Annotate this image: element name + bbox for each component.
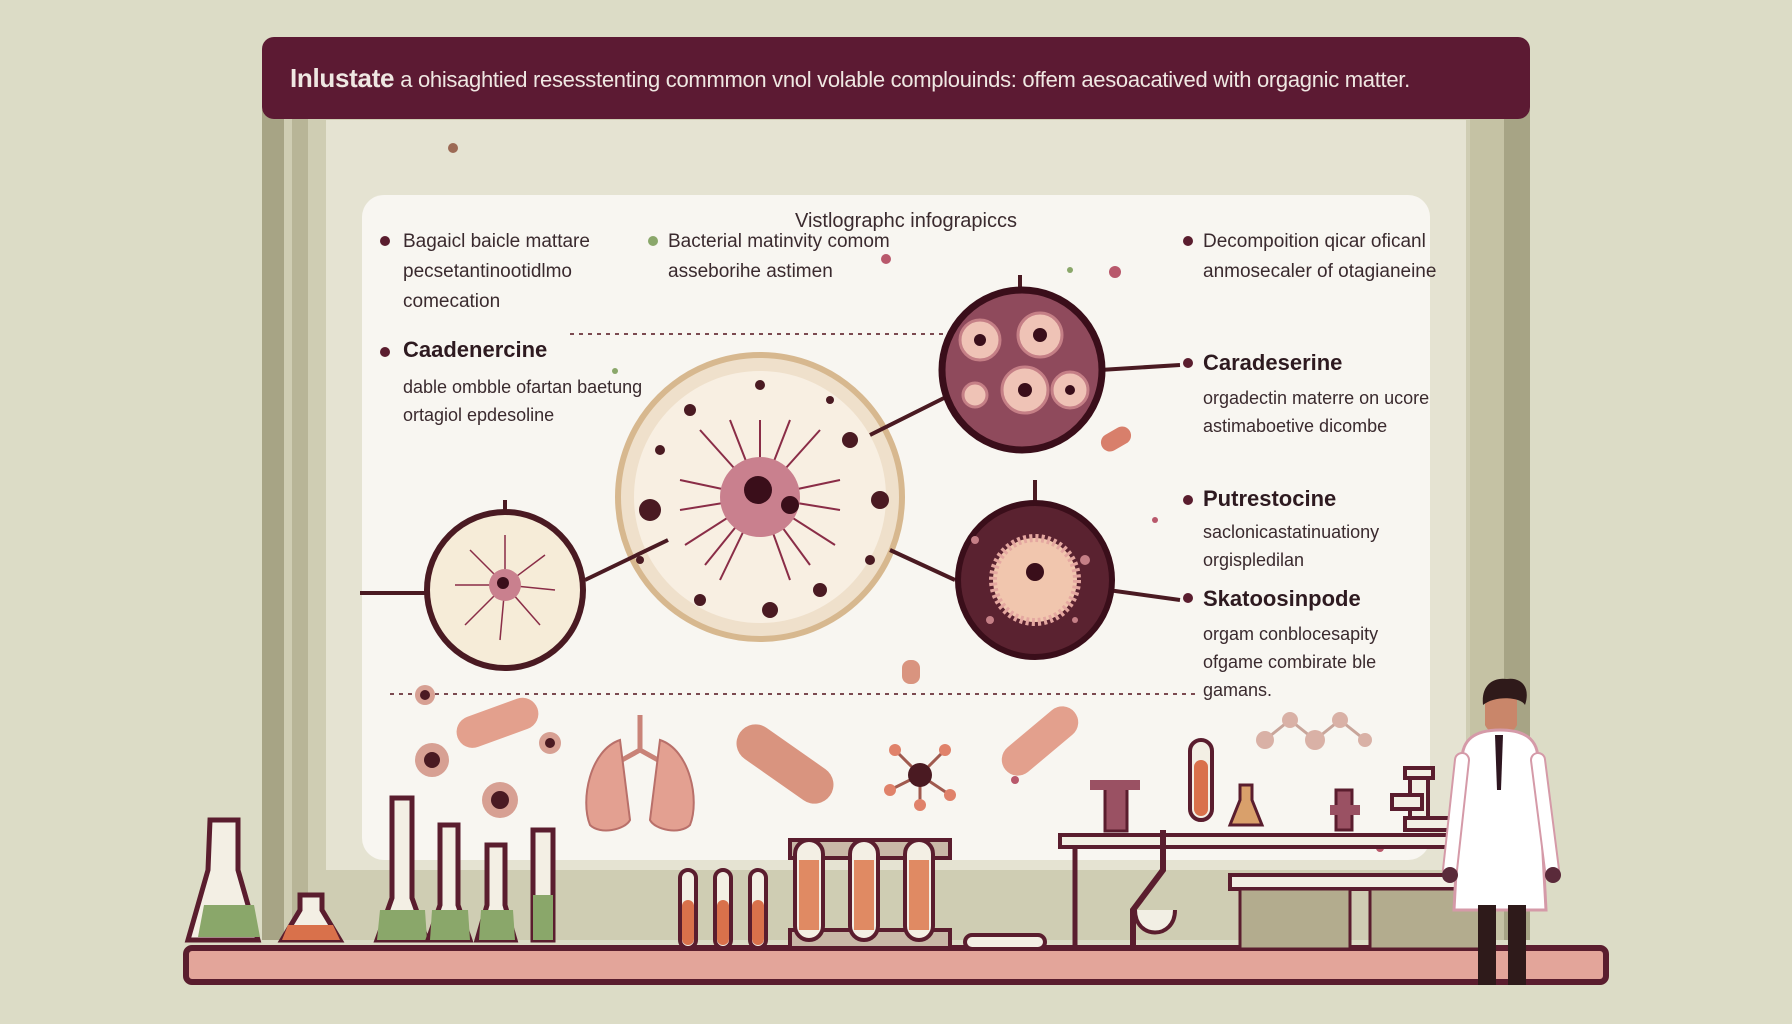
right-item-body: orgadectin materre on ucore astimaboetiv… [1203,388,1430,436]
note-right: Decompoition qicar oficanl anmosecaler o… [1203,231,1437,282]
bottom-right-microbe-circle-icon [889,480,1181,660]
microscope-icon [1390,766,1452,832]
molecule-icon [884,712,1372,811]
flask-icon [184,795,556,943]
title-body: a ohisaghtied resesstenting commmon vnol… [400,67,1410,92]
lungs-icon [585,715,695,832]
right-item-body: orgam conblocesapity ofgame combirate bl… [1203,624,1379,700]
bullet-dot [1183,358,1193,368]
note-center: Bacterial matinvity comom asseborihe ast… [668,231,890,282]
lab-table [1058,738,1502,951]
lab-bench [183,945,1609,985]
large-microbe-icon [615,352,905,642]
scientist-figure [1442,678,1561,985]
bacteria-icon [456,426,1132,804]
bullet-dot [1183,236,1193,246]
left-item-heading: Caadenercine [403,337,548,362]
right-item-heading: Caradeserine [1203,350,1343,375]
bullet-dot [648,236,658,246]
bullet-dot [380,236,390,246]
left-item-body: dable ombble ofartan baetung ortagiol ep… [403,377,643,425]
right-item-heading: Skatoosinpode [1203,586,1361,611]
cell-dots [415,685,561,818]
title-lead: Inlustate [290,63,395,93]
top-right-microbe-circle-icon [869,275,1181,454]
test-tube-icon [678,838,1047,951]
note-left: Bagaicl baicle mattare pecsetantinootidl… [403,231,590,312]
bullet-dot [1183,495,1193,505]
bullet-dot [380,347,390,357]
left-microbe-circle-icon [360,500,669,671]
panel-subtitle: Vistlographc infograpiccs [795,210,1017,232]
right-item-heading: Putrestocine [1203,486,1337,511]
bullet-dot [1183,593,1193,603]
right-item-body: saclonicastatinuationy orgispledilan [1203,522,1380,570]
